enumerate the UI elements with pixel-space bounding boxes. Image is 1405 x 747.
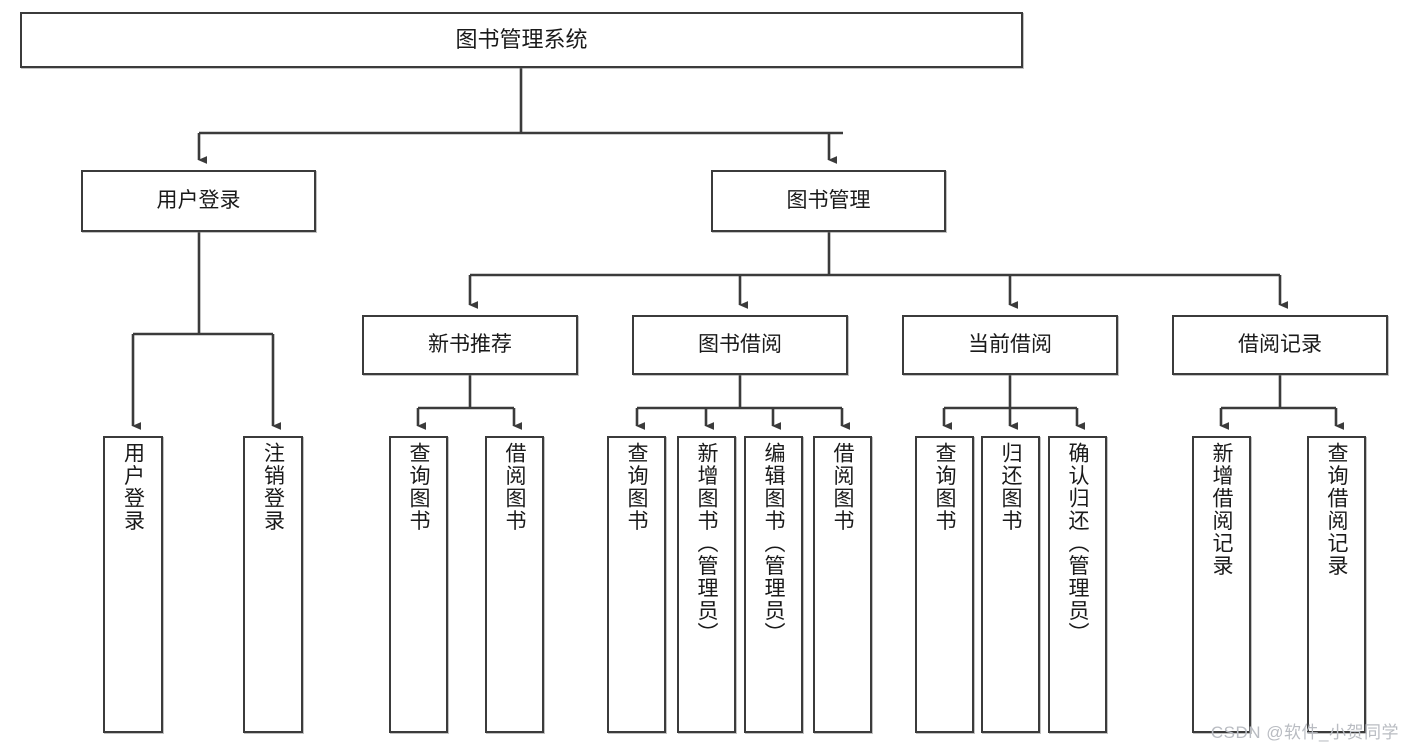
node-current-borrow-label: 当前借阅: [968, 332, 1052, 356]
node-book-management-label: 图书管理: [786, 188, 871, 212]
node-leaf-user-login[interactable]: 用户登录: [103, 436, 163, 733]
node-root[interactable]: 图书管理系统: [20, 12, 1023, 68]
node-current-borrow[interactable]: 当前借阅: [902, 315, 1118, 375]
node-book-borrow-label: 图书借阅: [698, 332, 782, 356]
node-leaf-query-book-1-label: 查询图书: [407, 442, 430, 532]
node-leaf-borrow-book-2-label: 借阅图书: [831, 442, 854, 532]
node-leaf-query-book-3[interactable]: 查询图书: [915, 436, 974, 733]
node-user-login-label: 用户登录: [156, 188, 241, 212]
node-leaf-edit-book[interactable]: 编辑图书（管理员）: [744, 436, 803, 733]
node-borrow-record[interactable]: 借阅记录: [1172, 315, 1388, 375]
node-leaf-query-record-label: 查询借阅记录: [1325, 442, 1348, 577]
node-new-book-recommend-label: 新书推荐: [428, 332, 512, 356]
node-leaf-logout-login[interactable]: 注销登录: [243, 436, 303, 733]
node-leaf-borrow-book-1-label: 借阅图书: [503, 442, 526, 532]
node-leaf-borrow-book-1[interactable]: 借阅图书: [485, 436, 544, 733]
node-book-management[interactable]: 图书管理: [711, 170, 946, 232]
node-leaf-logout-login-label: 注销登录: [261, 442, 285, 532]
node-leaf-query-book-1[interactable]: 查询图书: [389, 436, 448, 733]
node-leaf-query-book-2[interactable]: 查询图书: [607, 436, 666, 733]
node-root-label: 图书管理系统: [455, 27, 588, 53]
node-leaf-confirm-return[interactable]: 确认归还（管理员）: [1048, 436, 1107, 733]
csdn-watermark: CSDN @软件_小贺同学: [1210, 723, 1399, 742]
node-leaf-query-book-2-label: 查询图书: [625, 442, 648, 532]
node-leaf-borrow-book-2[interactable]: 借阅图书: [813, 436, 872, 733]
node-borrow-record-label: 借阅记录: [1238, 332, 1322, 356]
node-book-borrow[interactable]: 图书借阅: [632, 315, 848, 375]
node-leaf-confirm-return-label: 确认归还（管理员）: [1066, 442, 1089, 645]
node-leaf-query-record[interactable]: 查询借阅记录: [1307, 436, 1366, 733]
node-leaf-add-book-label: 新增图书（管理员）: [695, 442, 718, 645]
node-leaf-query-book-3-label: 查询图书: [933, 442, 956, 532]
node-user-login[interactable]: 用户登录: [81, 170, 316, 232]
node-leaf-add-record-label: 新增借阅记录: [1210, 442, 1233, 577]
node-leaf-return-book-label: 归还图书: [999, 442, 1022, 532]
node-new-book-recommend[interactable]: 新书推荐: [362, 315, 578, 375]
node-leaf-add-record[interactable]: 新增借阅记录: [1192, 436, 1251, 733]
node-leaf-add-book[interactable]: 新增图书（管理员）: [677, 436, 736, 733]
node-leaf-edit-book-label: 编辑图书（管理员）: [762, 442, 785, 645]
node-leaf-user-login-label: 用户登录: [121, 442, 145, 532]
node-leaf-return-book[interactable]: 归还图书: [981, 436, 1040, 733]
